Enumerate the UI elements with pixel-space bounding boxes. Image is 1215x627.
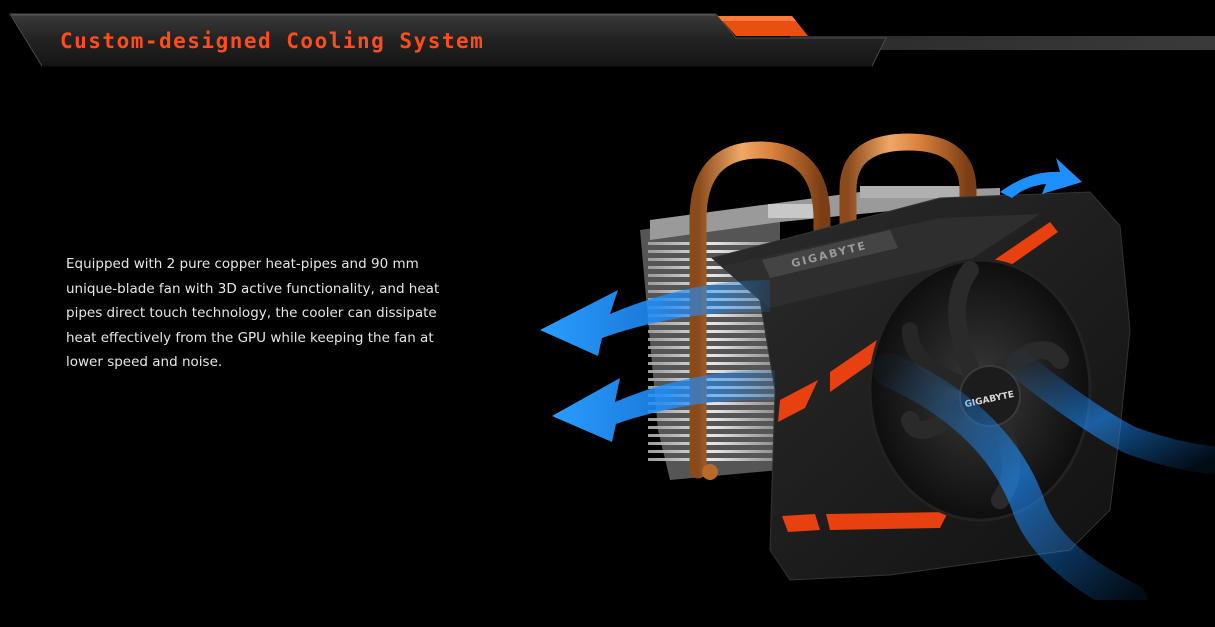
copper-heat-pipes xyxy=(689,133,977,480)
graphics-card-illustration: GIGABYTE GIGABYTE xyxy=(530,130,1215,600)
title-banner xyxy=(0,0,1215,80)
exhaust-arrow-upper xyxy=(540,280,770,356)
section-title: Custom-designed Cooling System xyxy=(60,29,485,53)
exhaust-arrow-top xyxy=(1000,158,1082,198)
section-description: Equipped with 2 pure copper heat-pipes a… xyxy=(66,256,440,370)
airflow-streams xyxy=(873,351,1215,600)
exhaust-arrow-lower xyxy=(552,370,775,442)
